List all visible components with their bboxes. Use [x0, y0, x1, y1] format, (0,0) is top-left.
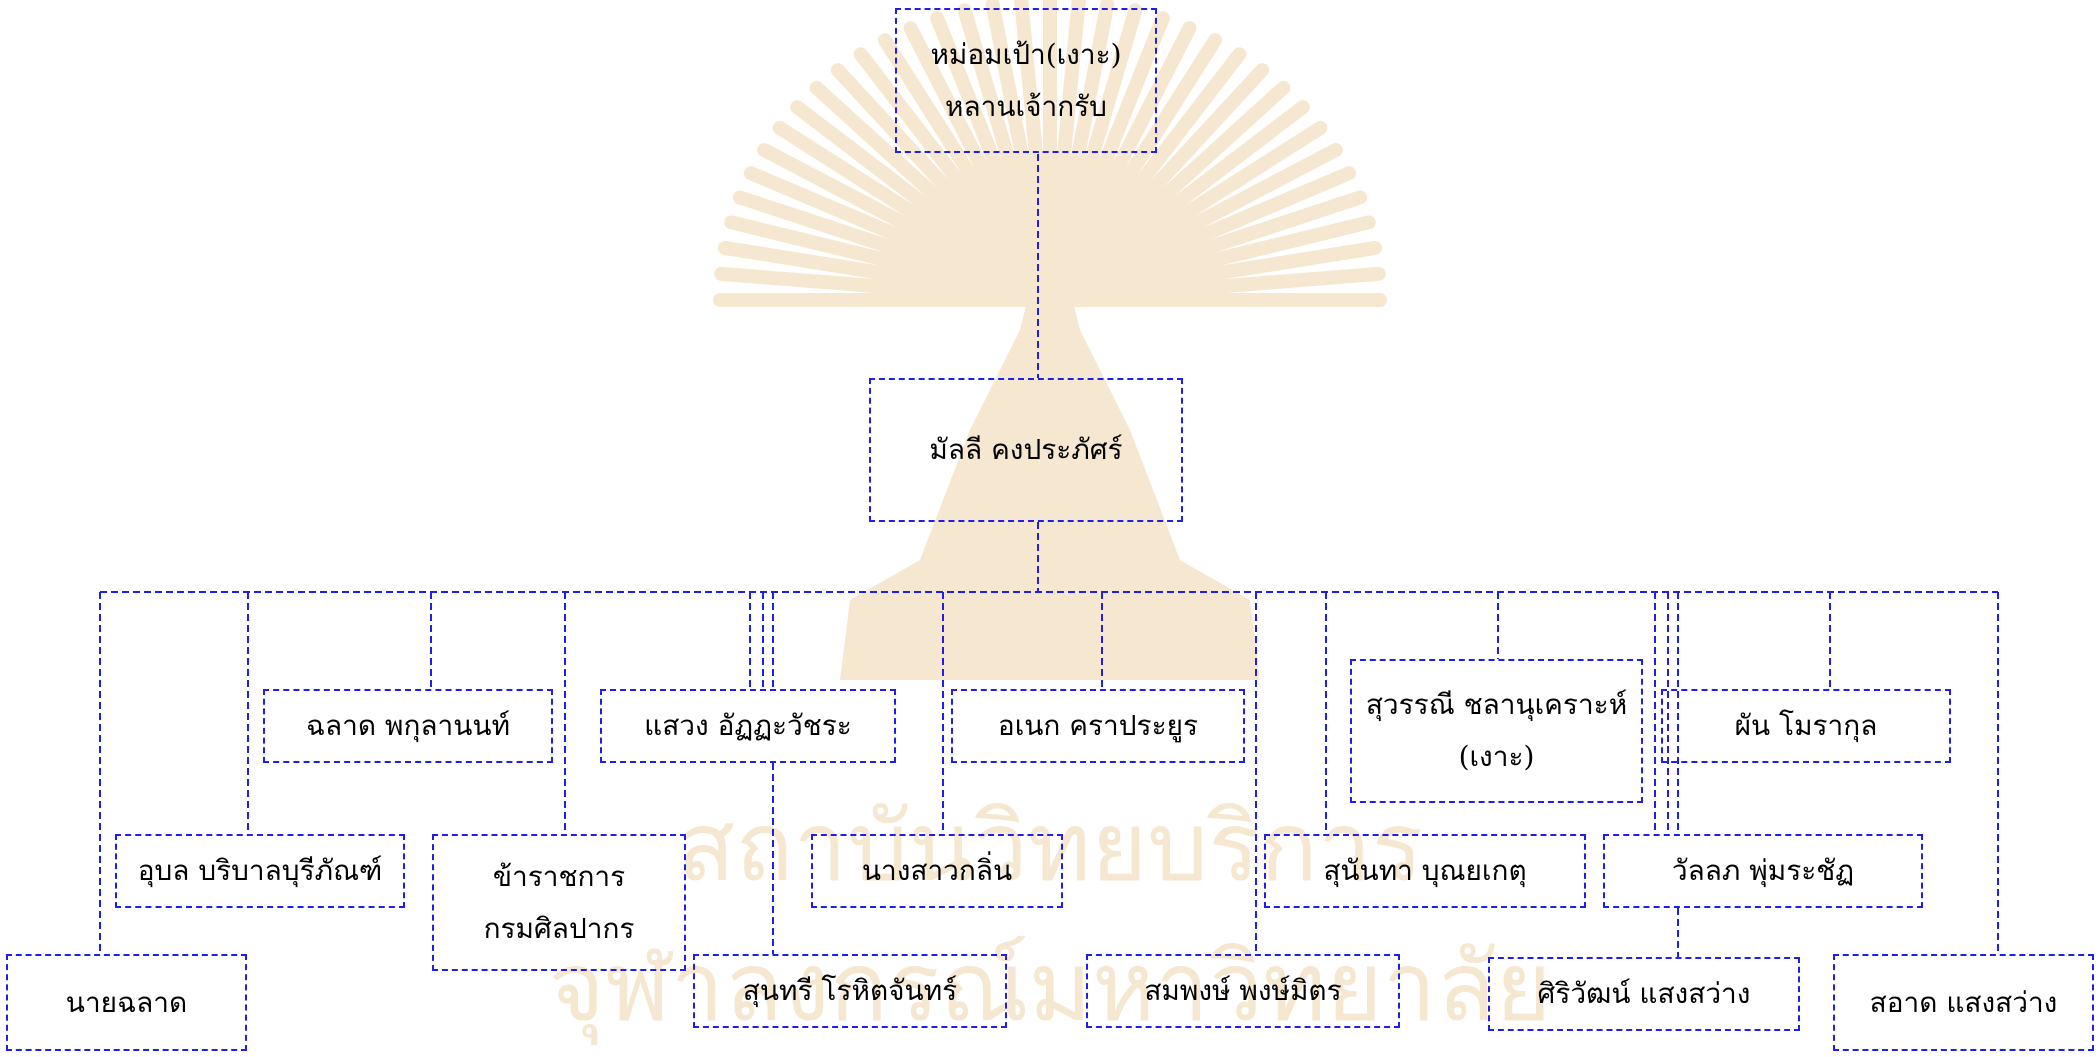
person-name: อุบล บริบาลบุรีภัณฑ์	[137, 854, 383, 887]
person-name: หม่อมเป้า(เงาะ)	[930, 37, 1122, 71]
person-name: สุนันทา บุณยเกตุ	[1323, 854, 1527, 887]
person-name: แสวง อัฏฏะวัชระ	[644, 709, 852, 742]
person-name: ผัน โมรากุล	[1734, 709, 1878, 742]
person-name: ศิริวัฒน์ แสงสว่าง	[1537, 977, 1751, 1010]
person-box-kharatchakan: ข้าราชการ กรมศิลปากร	[432, 834, 686, 971]
person-name: ข้าราชการ	[492, 859, 626, 893]
person-box-root: หม่อมเป้า(เงาะ) หลานเจ้ากรับ	[895, 8, 1157, 153]
person-note: กรมศิลปากร	[483, 911, 635, 945]
watermark-emblem-body	[840, 210, 1260, 680]
person-box-nai-chalat: นายฉลาด	[6, 954, 247, 1051]
person-name: สุนทรี โรหิตจันทร์	[742, 974, 958, 1007]
person-note: (เงาะ)	[1458, 740, 1535, 773]
person-name: นายฉลาด	[65, 985, 188, 1019]
person-box-anek: อเนก คราประยูร	[951, 689, 1245, 763]
person-name: วัลลภ พุ่มระชัฏ	[1671, 854, 1855, 887]
person-box-mallee: มัลลี คงประภัศร์	[869, 378, 1183, 522]
person-name: มัลลี คงประภัศร์	[929, 433, 1123, 466]
watermark-rays	[713, 0, 1387, 307]
person-note: หลานเจ้ากรับ	[945, 89, 1107, 123]
person-name: สุวรรณี ชลานุเคราะห์	[1365, 688, 1628, 721]
watermark-text: สถาบันวิทยบริการ	[677, 791, 1424, 903]
person-box-sa-at: สอาด แสงสว่าง	[1833, 954, 2094, 1051]
person-name: สมพงษ์ พงษ์มิตร	[1144, 974, 1342, 1007]
person-name: ฉลาด พกุลานนท์	[305, 709, 511, 742]
person-box-sunthari: สุนทรี โรหิตจันทร์	[693, 954, 1007, 1028]
person-box-suwanni: สุวรรณี ชลานุเคราะห์ (เงาะ)	[1350, 659, 1643, 803]
person-box-siriwat: ศิริวัฒน์ แสงสว่าง	[1488, 957, 1800, 1031]
person-box-nang-klin: นางสาวกลิ่น	[811, 834, 1063, 908]
person-name: สอาด แสงสว่าง	[1869, 985, 2058, 1019]
person-name: นางสาวกลิ่น	[861, 854, 1013, 887]
person-box-chalat-p: ฉลาด พกุลานนท์	[263, 689, 553, 763]
person-box-sawaeng: แสวง อัฏฏะวัชระ	[600, 689, 896, 763]
person-box-sunanta: สุนันทา บุณยเกตุ	[1264, 834, 1586, 908]
person-box-sompong: สมพงษ์ พงษ์มิตร	[1086, 954, 1400, 1028]
person-box-wallop: วัลลภ พุ่มระชัฏ	[1603, 834, 1923, 908]
person-box-ubon: อุบล บริบาลบุรีภัณฑ์	[115, 834, 405, 908]
person-name: อเนก คราประยูร	[997, 709, 1199, 742]
person-box-phan: ผัน โมรากุล	[1661, 689, 1951, 763]
